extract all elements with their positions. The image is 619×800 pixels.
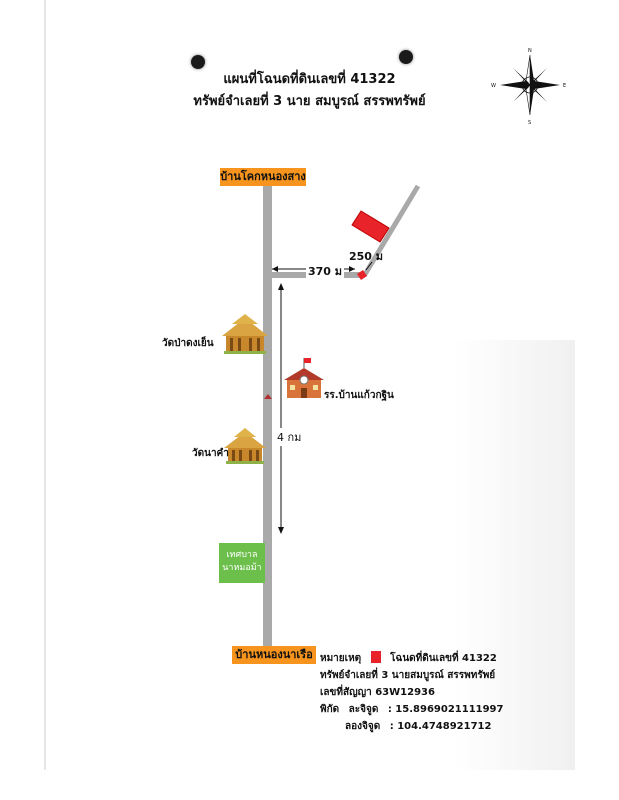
distance-main-road: 4 กม bbox=[276, 428, 303, 446]
legend-lon-row: ลองจิจูด : 104.4748921712 bbox=[345, 719, 491, 734]
legend-lat-value: : 15.8969021111997 bbox=[387, 704, 504, 715]
legend-plot-label: โฉนดที่ดินเลขที่ 41322 bbox=[390, 653, 497, 664]
sheet-edge bbox=[44, 0, 46, 770]
municipality-line2: นาหมอม้า bbox=[222, 563, 262, 573]
north-village-sign: บ้านโคกหนองสาง bbox=[220, 168, 306, 186]
temple2-label: วัดนาคำ bbox=[192, 448, 229, 459]
compass-rose-icon: N S E W bbox=[491, 48, 566, 126]
temple2-icon bbox=[224, 428, 266, 464]
legend-coord-label: พิกัด bbox=[320, 704, 340, 715]
legend-lon-value: : 104.4748921712 bbox=[389, 721, 492, 732]
junction-marker bbox=[357, 270, 367, 280]
legend-lon-label: ลองจิจูด bbox=[345, 721, 381, 732]
municipality-line1: เทศบาล bbox=[226, 550, 258, 560]
legend-owner: ทรัพย์จำเลยที่ 3 นายสมบูรณ์ สรรพทรัพย์ bbox=[320, 670, 496, 681]
legend-contract: เลขที่สัญญา 63W12936 bbox=[320, 687, 435, 698]
distance-to-plot: 250 ม bbox=[349, 250, 384, 263]
school-icon bbox=[284, 358, 324, 398]
compass-n: N bbox=[528, 48, 532, 54]
legend-lat-label: ละจิจูด bbox=[348, 704, 379, 715]
dim-4km-arrow-top bbox=[278, 283, 284, 290]
paper-shadow bbox=[455, 340, 575, 770]
legend-label: หมายเหตุ bbox=[320, 653, 362, 664]
diagonal-road bbox=[361, 184, 421, 278]
south-village-sign: บ้านหนองนาเรือ bbox=[232, 646, 316, 664]
map-title: แผนที่โฉนดที่ดินเลขที่ 41322 bbox=[223, 72, 396, 87]
legend-row1: หมายเหตุ โฉนดที่ดินเลขที่ 41322 bbox=[320, 651, 497, 666]
dim-250-line bbox=[365, 261, 373, 271]
compass-s: S bbox=[528, 120, 531, 126]
distance-east-road: 370 ม bbox=[306, 262, 345, 280]
main-road bbox=[263, 186, 272, 646]
dim-370-arrow-left bbox=[272, 266, 278, 272]
school-label: รร.บ้านแก้วกฐิน bbox=[324, 390, 394, 401]
compass-e: E bbox=[563, 83, 566, 89]
road-marker bbox=[264, 394, 272, 399]
temple1-label: วัดป่าดงเย็น bbox=[162, 338, 214, 349]
dim-4km-arrow-bottom bbox=[278, 527, 284, 534]
temple1-icon bbox=[222, 314, 268, 354]
compass-w: W bbox=[491, 83, 496, 89]
dim-370-arrow-right bbox=[349, 266, 355, 272]
legend-lat-row: พิกัด ละจิจูด : 15.8969021111997 bbox=[320, 702, 503, 717]
map-subtitle: ทรัพย์จำเลยที่ 3 นาย สมบูรณ์ สรรพทรัพย์ bbox=[193, 94, 426, 109]
plot-swatch bbox=[370, 651, 381, 663]
land-plot bbox=[351, 210, 390, 243]
municipality-sign: เทศบาล นาหมอม้า bbox=[219, 543, 265, 583]
pin-left bbox=[191, 55, 205, 69]
pin-right bbox=[399, 50, 413, 64]
